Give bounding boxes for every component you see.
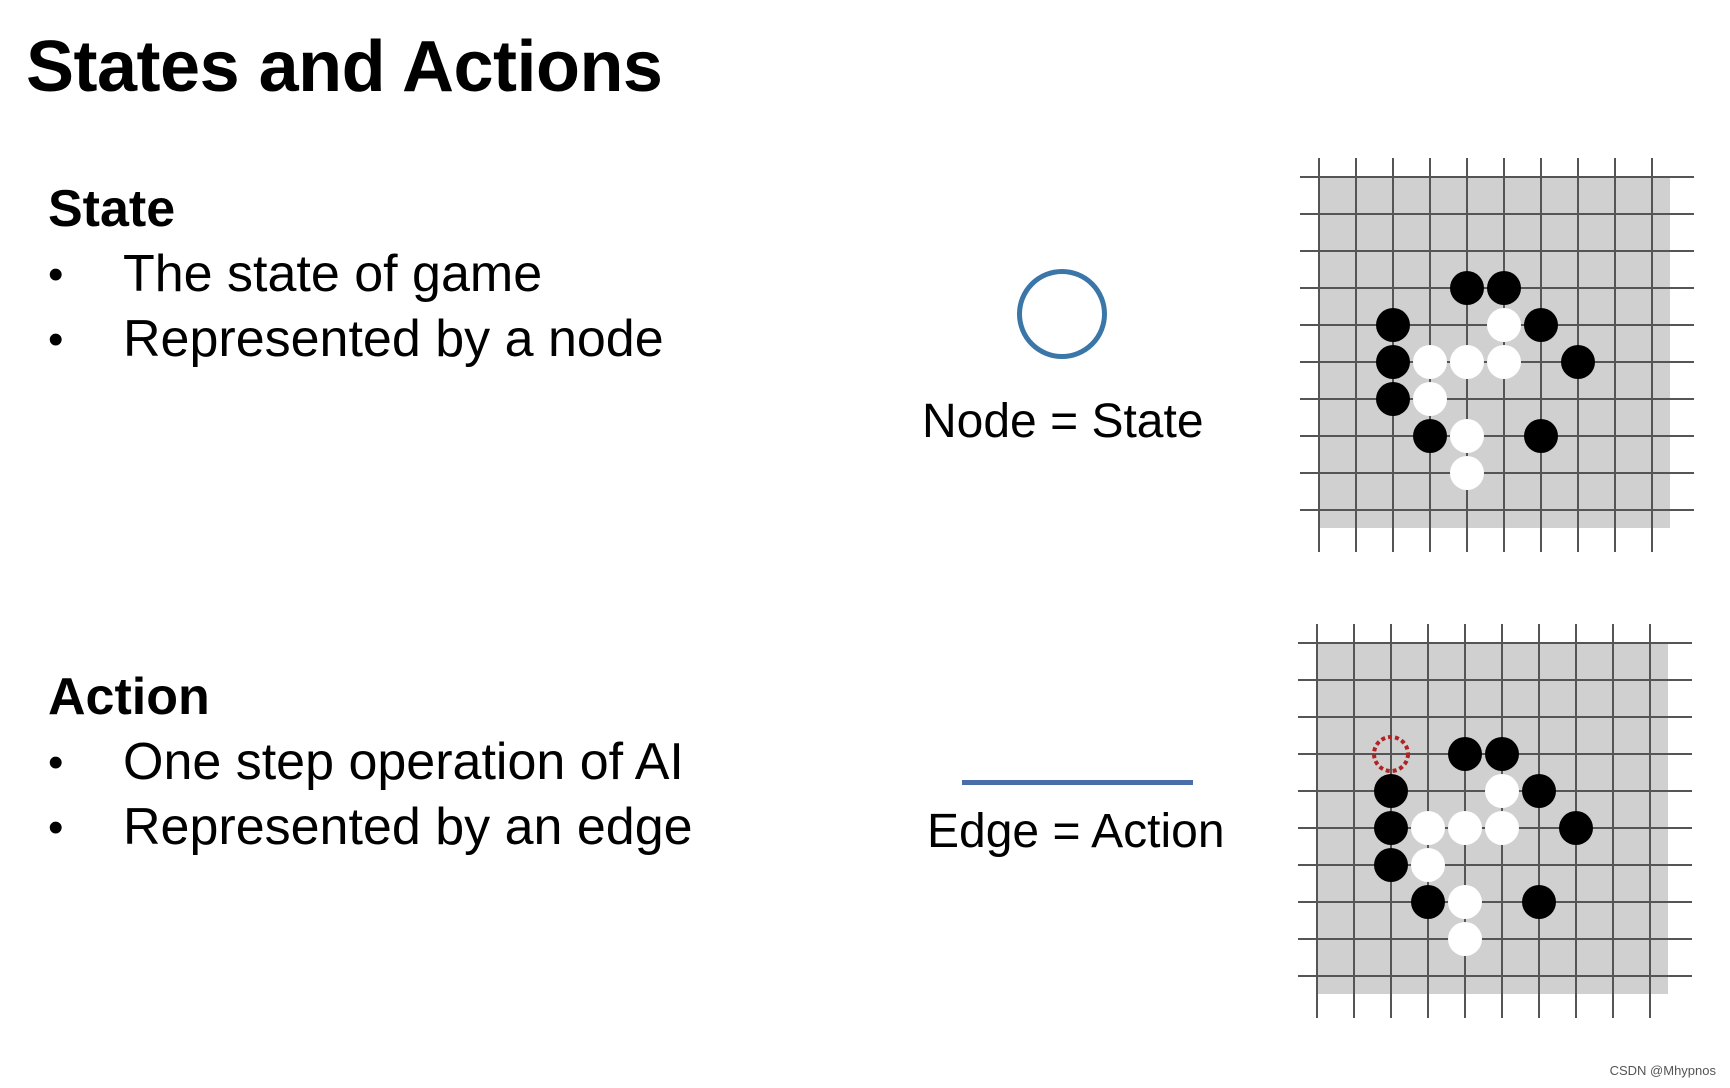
action-board (1298, 624, 1692, 1018)
black-stone (1376, 308, 1410, 342)
black-stone (1374, 774, 1408, 808)
white-stone (1450, 419, 1484, 453)
state-board (1300, 158, 1694, 552)
white-stone (1448, 811, 1482, 845)
black-stone (1448, 737, 1482, 771)
edge-line-icon (962, 780, 1193, 785)
black-stone (1485, 737, 1519, 771)
black-stone (1561, 345, 1595, 379)
action-bullet-2: Represented by an edge (48, 795, 763, 860)
black-stone (1524, 419, 1558, 453)
action-bullet-list: One step operation of AI Represented by … (48, 730, 763, 860)
black-stone (1450, 271, 1484, 305)
action-section: Action One step operation of AI Represen… (48, 666, 763, 860)
white-stone (1448, 885, 1482, 919)
white-stone (1411, 848, 1445, 882)
state-heading: State (48, 180, 176, 238)
black-stone (1411, 885, 1445, 919)
black-stone (1487, 271, 1521, 305)
white-stone (1448, 922, 1482, 956)
next-move-marker (1372, 735, 1410, 773)
white-stone (1450, 345, 1484, 379)
black-stone (1376, 382, 1410, 416)
white-stone (1487, 308, 1521, 342)
white-stone (1413, 345, 1447, 379)
white-stone (1485, 811, 1519, 845)
state-bullet-1: The state of game (48, 242, 763, 307)
white-stone (1450, 456, 1484, 490)
node-caption: Node = State (922, 395, 1204, 448)
state-bullet-2: Represented by a node (48, 307, 763, 372)
action-bullet-1: One step operation of AI (48, 730, 763, 795)
node-circle-icon (1017, 269, 1107, 359)
state-bullet-list: The state of game Represented by a node (48, 242, 763, 372)
white-stone (1413, 382, 1447, 416)
edge-caption: Edge = Action (927, 805, 1225, 858)
action-heading: Action (48, 668, 210, 726)
black-stone (1559, 811, 1593, 845)
black-stone (1374, 811, 1408, 845)
white-stone (1411, 811, 1445, 845)
black-stone (1524, 308, 1558, 342)
state-section: State The state of game Represented by a… (48, 178, 763, 372)
page-title: States and Actions (26, 27, 663, 107)
credit-text: CSDN @Mhypnos (1609, 1063, 1716, 1078)
black-stone (1522, 885, 1556, 919)
white-stone (1485, 774, 1519, 808)
black-stone (1413, 419, 1447, 453)
black-stone (1522, 774, 1556, 808)
black-stone (1374, 848, 1408, 882)
black-stone (1376, 345, 1410, 379)
white-stone (1487, 345, 1521, 379)
